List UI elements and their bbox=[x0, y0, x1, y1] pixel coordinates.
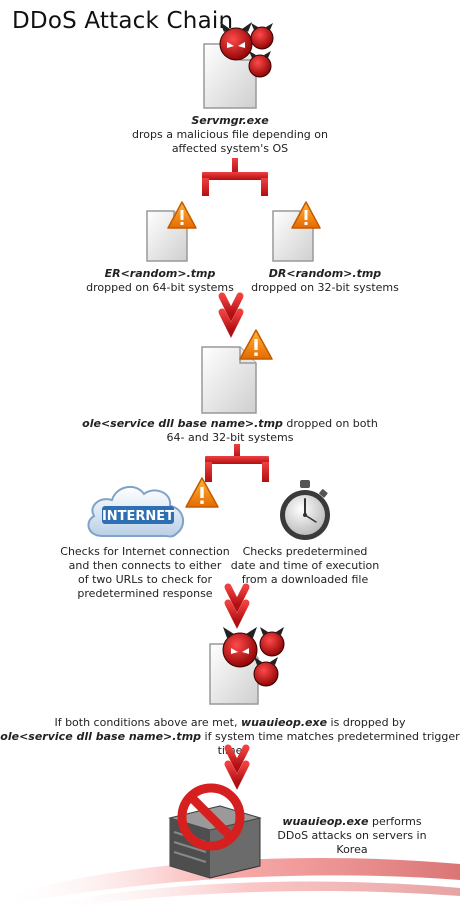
warning-icon bbox=[167, 201, 197, 229]
er-caption: ER<random>.tmp dropped on 64-bit systems bbox=[60, 267, 260, 295]
time-line-2: from a downloaded file bbox=[241, 573, 369, 586]
time-check-caption: Checks predetermined date and time of ex… bbox=[230, 545, 380, 587]
internet-line-0: Checks for Internet connection bbox=[60, 545, 230, 558]
internet-check-caption: Checks for Internet connection and then … bbox=[45, 545, 245, 601]
dr-filename: DR<random>.tmp bbox=[268, 267, 382, 280]
down-arrow-icon bbox=[218, 292, 244, 338]
wuauieop-drop-caption: If both conditions above are met, wuauie… bbox=[0, 716, 460, 758]
prohibited-icon bbox=[177, 783, 245, 851]
ole-caption: ole<service dll base name>.tmp dropped o… bbox=[0, 417, 460, 445]
warning-icon bbox=[185, 477, 219, 508]
ole-line1-rest: dropped on both bbox=[282, 417, 378, 430]
er-desc: dropped on 64-bit systems bbox=[86, 281, 234, 294]
time-line-1: date and time of execution bbox=[230, 559, 380, 572]
internet-label: INTERNET bbox=[102, 509, 174, 524]
servmgr-caption: Servmgr.exe drops a malicious file depen… bbox=[0, 114, 460, 156]
warning-icon bbox=[239, 329, 273, 360]
down-arrow-icon bbox=[224, 744, 250, 790]
drop-line1-file: wuauieop.exe bbox=[240, 716, 328, 729]
drop-line2-file: ole<service dll base name>.tmp bbox=[0, 730, 202, 743]
servmgr-line2: affected system's OS bbox=[171, 142, 289, 155]
internet-line-2: of two URLs to check for bbox=[77, 573, 213, 586]
down-arrow-icon bbox=[224, 583, 250, 629]
ddos-line2: DDoS attacks on servers in Korea bbox=[277, 829, 427, 856]
branch-connector bbox=[202, 158, 268, 196]
internet-line-1: and then connects to either bbox=[68, 559, 222, 572]
warning-icon bbox=[291, 201, 321, 229]
drop-line1-post: is dropped by bbox=[327, 716, 406, 729]
internet-line-3: predetermined response bbox=[77, 587, 213, 600]
servmgr-filename: Servmgr.exe bbox=[191, 114, 269, 127]
ddos-filename: wuauieop.exe bbox=[282, 815, 369, 828]
ole-line2: 64- and 32-bit systems bbox=[166, 431, 294, 444]
drop-line1-pre: If both conditions above are met, bbox=[54, 716, 241, 729]
page-title: DDoS Attack Chain bbox=[12, 8, 234, 34]
devil-icon bbox=[222, 627, 285, 687]
devil-icon bbox=[219, 22, 274, 78]
time-line-0: Checks predetermined bbox=[242, 545, 368, 558]
ddos-caption: wuauieop.exe performs DDoS attacks on se… bbox=[264, 815, 440, 857]
branch-connector bbox=[205, 444, 269, 482]
ole-filename: ole<service dll base name>.tmp bbox=[82, 417, 283, 430]
dr-desc: dropped on 32-bit systems bbox=[251, 281, 399, 294]
cloud-icon: INTERNET bbox=[87, 485, 185, 538]
servmgr-line1: drops a malicious file depending on bbox=[132, 128, 328, 141]
stopwatch-icon bbox=[280, 480, 330, 540]
dr-caption: DR<random>.tmp dropped on 32-bit systems bbox=[225, 267, 425, 295]
ddos-line1-post: performs bbox=[368, 815, 422, 828]
decorative-swoosh bbox=[0, 857, 460, 906]
er-filename: ER<random>.tmp bbox=[104, 267, 216, 280]
